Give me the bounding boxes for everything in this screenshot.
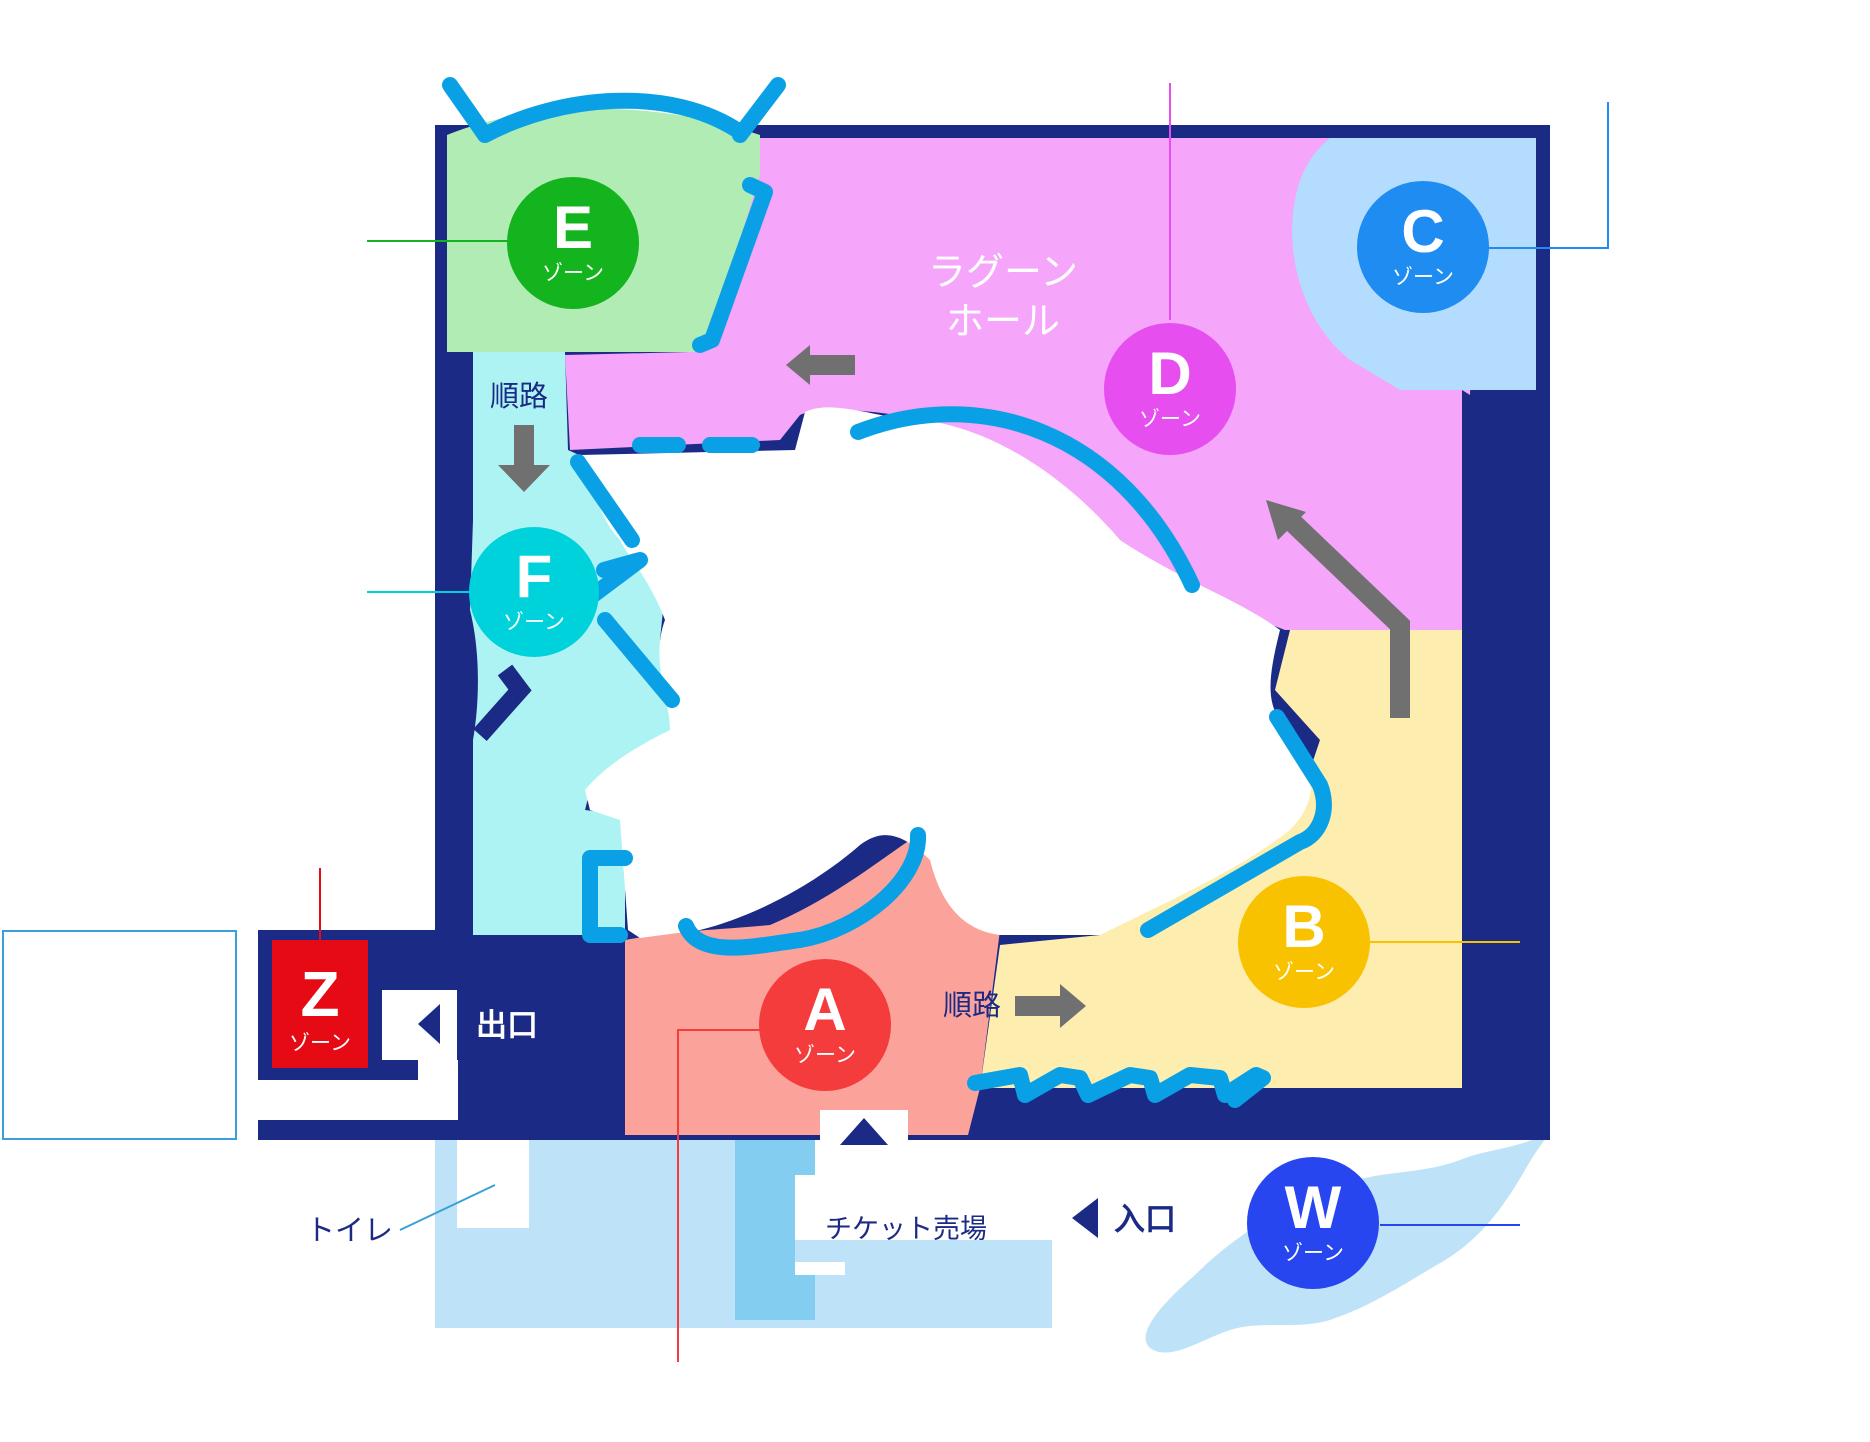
zone-sub: ゾーン	[542, 261, 604, 285]
zone-sub: ゾーン	[289, 1031, 351, 1055]
exit-label[interactable]: 出口	[476, 1008, 538, 1044]
zone-letter: E	[553, 194, 593, 261]
diagonal-route-arrow	[1266, 500, 1410, 718]
zone-marker-c[interactable]: C ゾーン	[1357, 181, 1489, 313]
zone-sub: ゾーン	[1282, 1241, 1344, 1265]
route-label-left: 順路	[490, 379, 548, 413]
zone-d-area	[565, 138, 1480, 630]
zone-marker-e[interactable]: E ゾーン	[507, 177, 639, 309]
entrance-label[interactable]: 入口	[1114, 1202, 1176, 1238]
zone-letter: D	[1148, 340, 1191, 407]
interior-walls	[442, 77, 1332, 1108]
route-label-bottom: 順路	[943, 988, 1001, 1022]
callout-lines	[319, 83, 1609, 1362]
lagoon-hall-label-line2: ホール	[946, 299, 1060, 343]
zone-sub: ゾーン	[1273, 960, 1335, 984]
outdoor-area	[435, 1140, 1052, 1328]
zone-letter: Z	[300, 958, 339, 1030]
zone-letter: C	[1401, 198, 1444, 265]
entrance-up-arrow-icon	[840, 1118, 888, 1145]
info-box	[2, 930, 237, 1140]
zone-letter: A	[803, 976, 846, 1043]
zone-marker-w[interactable]: W ゾーン	[1247, 1157, 1379, 1289]
zone-marker-b[interactable]: B ゾーン	[1238, 876, 1370, 1008]
zone-marker-z[interactable]: Z ゾーン	[272, 940, 368, 1068]
route-arrows	[498, 345, 1086, 1028]
ticket-label: チケット売場	[825, 1214, 987, 1245]
zone-sub: ゾーン	[503, 610, 565, 634]
zone-marker-f[interactable]: F ゾーン	[469, 527, 599, 657]
zone-sub: ゾーン	[1392, 265, 1454, 289]
central-courtyard	[580, 407, 1312, 939]
f-zone-notch	[473, 664, 532, 741]
exit-arrow-icon	[418, 1004, 440, 1044]
zone-letter: F	[516, 543, 553, 610]
zone-sub: ゾーン	[794, 1043, 856, 1067]
zone-f-area	[470, 352, 680, 935]
zone-letter: W	[1285, 1174, 1342, 1241]
zone-sub: ゾーン	[1139, 407, 1201, 431]
zone-marker-d[interactable]: D ゾーン	[1104, 323, 1236, 455]
toilet-label: トイレ	[306, 1213, 393, 1247]
lagoon-hall-label-line1: ラグーン	[928, 250, 1078, 294]
exit-area	[258, 990, 458, 1120]
zone-letter: B	[1282, 893, 1325, 960]
entrance-arrow-icon	[1072, 1198, 1098, 1238]
zone-marker-a[interactable]: A ゾーン	[759, 959, 891, 1091]
toilet-building	[457, 1140, 529, 1228]
